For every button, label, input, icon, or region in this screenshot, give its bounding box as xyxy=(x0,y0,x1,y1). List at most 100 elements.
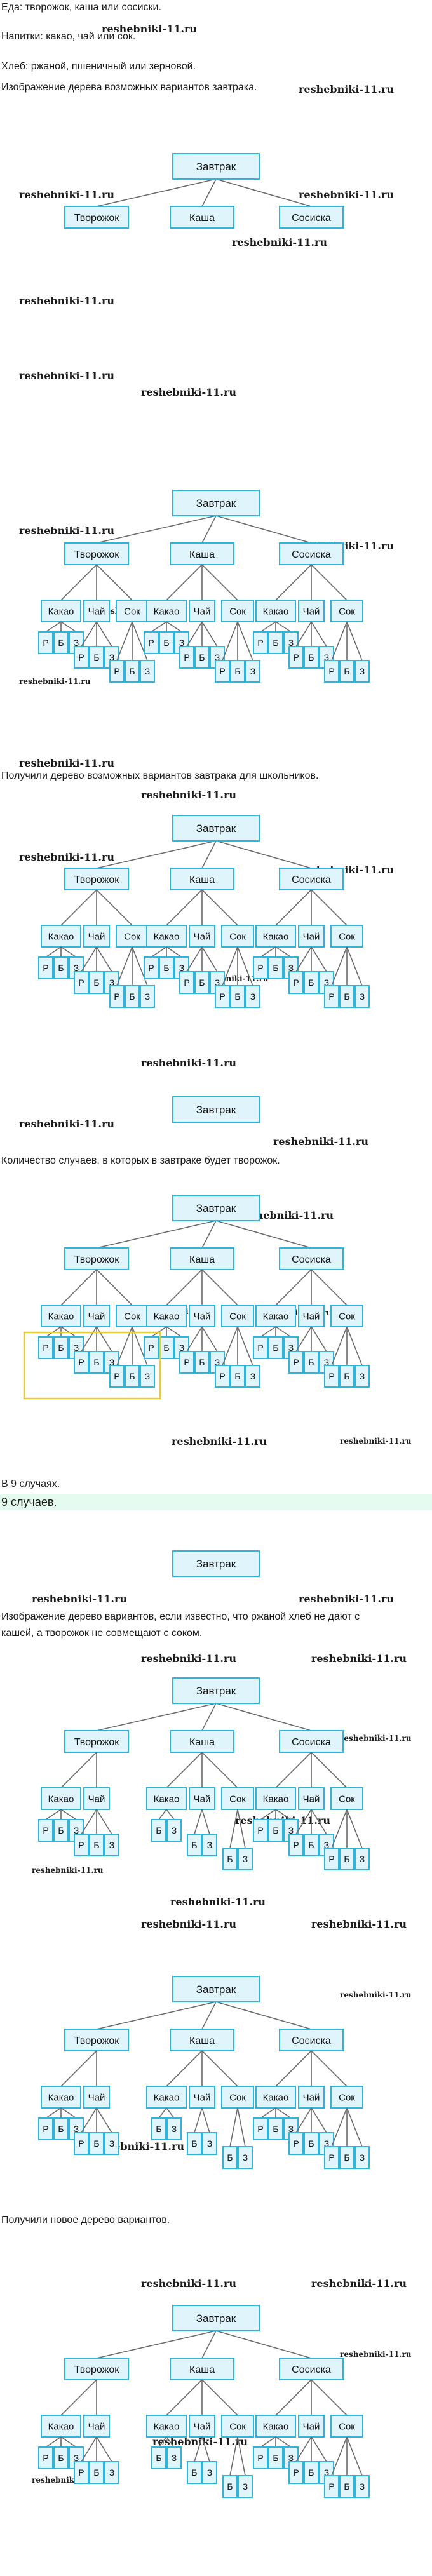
bread-node-box xyxy=(238,2146,253,2169)
drink-node-label: Чай xyxy=(194,1794,211,1804)
tree-edge xyxy=(60,1269,97,1306)
bread-node: Р xyxy=(179,971,194,994)
drink-node-box xyxy=(255,2415,296,2438)
tree-edge xyxy=(81,2107,97,2133)
watermark: reshebniki-11.ru xyxy=(32,1866,104,1875)
bread-node-label: З xyxy=(288,2124,294,2134)
bread-node-label: Б xyxy=(58,1825,64,1835)
tree-edge xyxy=(295,1809,312,1835)
bread-node-label: З xyxy=(207,2467,212,2478)
drink-node-label: Сок xyxy=(229,931,246,942)
bread-node-box xyxy=(288,2132,304,2155)
bread-node-box xyxy=(304,2461,319,2484)
tree-edge xyxy=(311,889,348,926)
text-food: Еда: творожок, каша или сосиски. xyxy=(1,2,161,13)
drink-node-box xyxy=(116,1305,149,1327)
drink-node: Какао xyxy=(146,2086,187,2109)
bread-node-label: Р xyxy=(257,1825,263,1835)
bread-node: З xyxy=(238,1848,253,1870)
tree-edge xyxy=(186,1326,203,1352)
food-node-label: Творожок xyxy=(74,875,120,885)
bread-node-box xyxy=(89,1351,104,1374)
drink-node-box xyxy=(83,2086,110,2109)
tree-edge xyxy=(151,621,167,633)
tree-edge xyxy=(275,946,292,958)
bread-node: Б xyxy=(339,985,354,1008)
bread-node-label: З xyxy=(360,991,365,1002)
food-node: Сосиска xyxy=(279,1247,344,1270)
bread-node: Б xyxy=(151,2446,166,2469)
root-node: Завтрак xyxy=(172,1195,260,1221)
tree-edge xyxy=(194,2107,203,2133)
bread-node-box xyxy=(104,1834,119,1856)
food-node: Сосиска xyxy=(279,206,344,229)
drink-node: Чай xyxy=(83,2086,110,2109)
food-node-label: Каша xyxy=(189,1737,215,1748)
bread-node-box xyxy=(202,1834,217,1856)
drink-node-box xyxy=(189,2415,215,2438)
bread-node-label: З xyxy=(288,1343,294,1353)
drink-node: Чай xyxy=(298,1305,325,1327)
bread-node-box xyxy=(288,1351,304,1374)
tree-edge xyxy=(158,2107,167,2119)
drink-node: Сок xyxy=(221,2086,254,2109)
tree-edge xyxy=(222,946,238,986)
bread-node-label: Р xyxy=(293,2467,299,2478)
bread-node-box xyxy=(89,2461,104,2484)
drink-node-box xyxy=(41,2415,81,2438)
bread-node: Р xyxy=(74,646,89,669)
bread-node: Б xyxy=(222,2146,238,2169)
root-node-label: Завтрак xyxy=(196,1685,236,1697)
food-node: Каша xyxy=(170,1247,234,1270)
tree-edge xyxy=(295,2107,312,2133)
tree-edge xyxy=(96,1809,112,1835)
drink-node-label: Какао xyxy=(48,1794,74,1804)
bread-node: Б xyxy=(339,660,354,683)
tree-edge xyxy=(201,564,238,601)
drink-node: Какао xyxy=(146,2415,187,2438)
bread-node-label: Р xyxy=(219,991,225,1002)
bread-node-box xyxy=(89,1834,104,1856)
bread-node: Б xyxy=(53,1336,69,1359)
drink-node: Сок xyxy=(221,1787,254,1810)
drink-node-box xyxy=(330,2415,363,2438)
drink-node: Какао xyxy=(255,925,296,948)
bread-node-box xyxy=(187,2461,202,2484)
root-node-box xyxy=(172,2305,260,2331)
bread-node: Р xyxy=(74,1834,89,1856)
bread-node: З xyxy=(354,1365,370,1388)
root-node-box xyxy=(172,815,260,842)
drink-node-label: Сок xyxy=(124,606,140,617)
bread-node-box xyxy=(109,985,125,1008)
root-node-label: Завтрак xyxy=(196,497,236,509)
food-node-label: Сосиска xyxy=(292,875,331,885)
watermark: reshebniki-11.ru xyxy=(273,1136,369,1148)
bread-node-label: З xyxy=(324,977,329,988)
tree-edge xyxy=(237,1326,253,1366)
drink-node: Какао xyxy=(255,2086,296,2109)
drink-node-label: Какао xyxy=(48,2421,74,2432)
bread-node-box xyxy=(202,2132,217,2155)
tree-edge xyxy=(201,621,218,647)
tree-edge xyxy=(201,2379,238,2416)
bread-node: Б xyxy=(339,2146,354,2169)
bread-node-box xyxy=(74,646,89,669)
bread-node-label: З xyxy=(172,2453,177,2463)
watermark: reshebniki-11.ru xyxy=(141,1057,237,1069)
food-node-box xyxy=(64,2358,129,2380)
bread-node-label: Р xyxy=(78,652,84,662)
food-node-box xyxy=(64,868,129,890)
bread-node-box xyxy=(151,1819,166,1842)
bread-node: Р xyxy=(38,1819,53,1842)
tree-edge xyxy=(166,2379,203,2416)
root-node-box xyxy=(172,153,260,180)
drink-node: Какао xyxy=(255,1787,296,1810)
tree-edge xyxy=(237,621,253,661)
tree-edge xyxy=(295,2436,312,2462)
bread-node-box xyxy=(89,971,104,994)
root-node: Завтрак xyxy=(172,1550,260,1577)
bread-node-label: Б xyxy=(227,1854,233,1864)
drink-node-label: Чай xyxy=(303,606,320,617)
bread-node: Р xyxy=(179,646,194,669)
